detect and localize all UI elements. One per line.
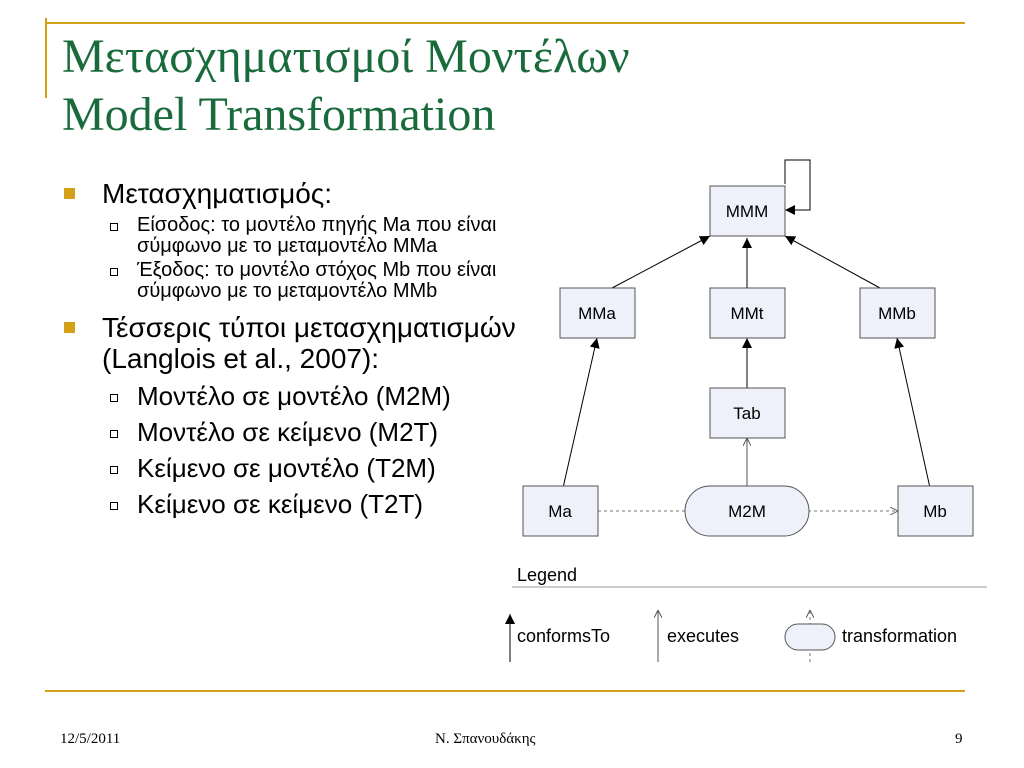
accent-vertical-line [45, 18, 47, 98]
sub-bullet-t2t: Κείμενο σε κείμενο (T2T) [62, 488, 522, 521]
node-mmt-label: MMt [730, 304, 763, 323]
bullet-text: Μετασχηματισμός: [102, 178, 333, 209]
node-mma-label: MMa [578, 304, 616, 323]
hollow-square-bullet-icon [110, 268, 118, 276]
footer-author: Ν. Σπανουδάκης [435, 731, 536, 747]
conforms-arrows [562, 159, 931, 489]
node-tab-label: Tab [733, 404, 760, 423]
mma-to-mmm-arrow [611, 235, 711, 289]
square-bullet-icon [64, 188, 75, 199]
node-mb-label: Mb [923, 502, 947, 521]
title-line-greek: Μετασχηματισμοί Μοντέλων [62, 30, 630, 83]
sub-bullet-text: Έξοδος: το μοντέλο στόχος Mb που είναι σ… [137, 259, 497, 302]
node-mmb-label: MMb [878, 304, 916, 323]
mmm-self-arrow [784, 159, 811, 215]
sub-bullet-t2m: Κείμενο σε μοντέλο (T2M) [62, 452, 522, 485]
footer-page-number: 9 [955, 731, 963, 747]
sub-bullet-text: Είσοδος: το μοντέλο πηγής Ma που είναι σ… [137, 214, 497, 257]
mmb-to-mmm-arrow [784, 235, 881, 289]
node-mmm-box [709, 185, 786, 237]
node-mmt-box [709, 287, 786, 339]
accent-bottom-line [45, 690, 965, 692]
footer-date: 12/5/2011 [60, 731, 121, 747]
hollow-square-bullet-icon [110, 430, 118, 438]
sub-bullet-text: Μοντέλο σε κείμενο (M2T) [137, 417, 439, 447]
bullet-transformation: Μετασχηματισμός: [62, 178, 522, 209]
title-line-english: Model Transformation [62, 88, 496, 141]
sub-bullet-m2m: Μοντέλο σε μοντέλο (M2M) [62, 380, 522, 413]
legend-conforms-label: conformsTo [517, 626, 610, 646]
bullet-list: Μετασχηματισμός: Είσοδος: το μοντέλο πηγ… [62, 178, 522, 524]
accent-top-line [45, 22, 965, 24]
ma-to-mma-arrow [562, 337, 600, 489]
sub-bullet-output: Έξοδος: το μοντέλο στόχος Mb που είναι σ… [62, 260, 522, 302]
node-ma-label: Ma [548, 502, 572, 521]
hollow-square-bullet-icon [110, 394, 118, 402]
node-mmm-label: MMM [726, 202, 768, 221]
node-m2m-pill [684, 485, 810, 537]
node-mb-box [897, 485, 974, 537]
node-mma-box [559, 287, 636, 339]
hollow-square-bullet-icon [110, 223, 118, 231]
sub-bullet-input: Είσοδος: το μοντέλο πηγής Ma που είναι σ… [62, 215, 522, 257]
legend-executes-label: executes [667, 626, 739, 646]
sub-bullet-text: Μοντέλο σε μοντέλο (M2M) [137, 381, 451, 411]
legend-transformation-pill-icon [784, 623, 836, 651]
node-tab-box [709, 387, 786, 439]
sub-bullet-text: Κείμενο σε μοντέλο (T2M) [137, 453, 436, 483]
node-mmb-box [859, 287, 936, 339]
mb-to-mmb-arrow [894, 337, 931, 489]
node-m2m-label: M2M [728, 502, 766, 521]
node-ma-box [522, 485, 599, 537]
legend-transformation-label: transformation [842, 626, 957, 646]
legend: Legend conformsTo executes transformatio… [505, 565, 987, 662]
sub-bullet-text: Κείμενο σε κείμενο (T2T) [137, 489, 423, 519]
square-bullet-icon [64, 322, 75, 333]
hollow-square-bullet-icon [110, 502, 118, 510]
sub-bullet-m2t: Μοντέλο σε κείμενο (M2T) [62, 416, 522, 449]
slide-title: Μετασχηματισμοί Μοντέλων Model Transform… [62, 28, 630, 144]
legend-title: Legend [517, 565, 577, 585]
bullet-text: Τέσσερις τύποι μετασχηματισμών (Langlois… [102, 312, 516, 374]
bullet-four-types: Τέσσερις τύποι μετασχηματισμών (Langlois… [62, 312, 522, 374]
hollow-square-bullet-icon [110, 466, 118, 474]
